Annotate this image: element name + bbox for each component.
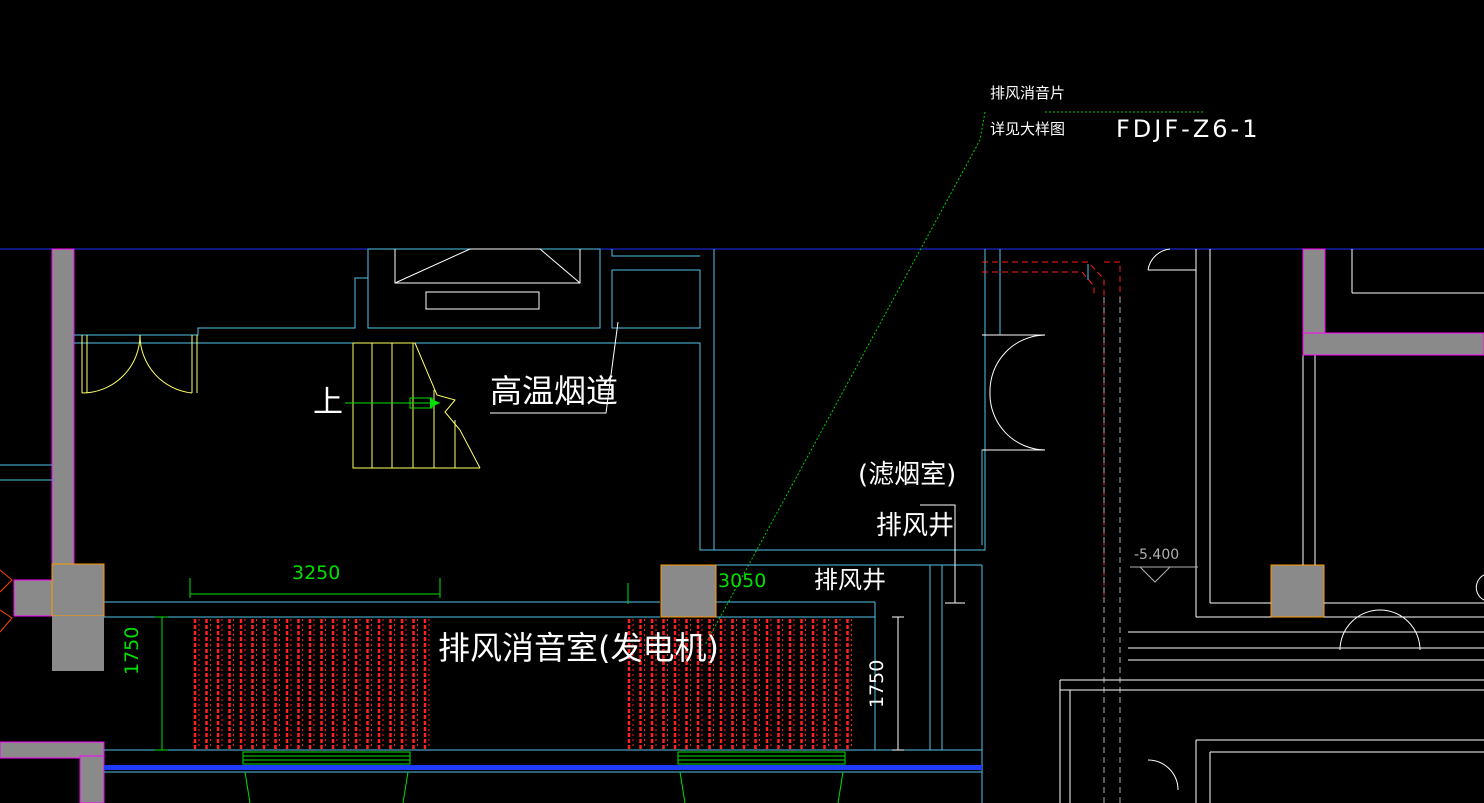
label-up: 上 (313, 385, 343, 420)
center-column (660, 564, 717, 618)
label-exhaust-shaft-lower: 排风井 (814, 566, 886, 594)
right-top-wall (1302, 248, 1484, 356)
label-see-detail: 详见大样图 (990, 120, 1066, 138)
triangle-down-icon (1130, 566, 1198, 583)
silencer-plates-right (627, 619, 852, 749)
flue-leader (490, 321, 619, 414)
right-structure (1059, 248, 1484, 803)
break-line-icon (0, 569, 13, 633)
dimension-3050: 3050 (718, 570, 767, 592)
dimension-lines-right (892, 504, 965, 751)
left-edge-wall-lines (0, 464, 52, 481)
duct-lines (982, 261, 1121, 803)
label-drawing-ref: FDJF-Z6-1 (1116, 115, 1261, 143)
door-arc-icon (81, 334, 198, 394)
annotation-leader (704, 111, 1205, 646)
bottom-wall-band (104, 765, 982, 773)
label-exhaust-shaft-upper: 排风井 (876, 511, 955, 541)
louvers (242, 751, 846, 803)
label-elevation: -5.400 (1134, 547, 1180, 563)
label-smoke-filter-room: (滤烟室) (858, 460, 957, 490)
door-arc-icon-right (982, 334, 1046, 451)
label-silencer-room: 排风消音室(发电机) (438, 629, 719, 667)
dimension-lines (155, 578, 629, 751)
label-high-temp-flue: 高温烟道 (490, 372, 619, 410)
dimension-3250: 3250 (292, 562, 341, 584)
silencer-plates-left (193, 619, 430, 749)
dimension-1750-left: 1750 (121, 626, 143, 675)
left-wall (0, 248, 105, 803)
flue-top-structure (394, 248, 581, 310)
stair (352, 342, 481, 469)
label-exhaust-silencer-plate: 排风消音片 (990, 84, 1066, 102)
dimension-1750-right: 1750 (866, 659, 888, 708)
right-column (1270, 564, 1325, 618)
arrow-right-icon (345, 397, 440, 409)
